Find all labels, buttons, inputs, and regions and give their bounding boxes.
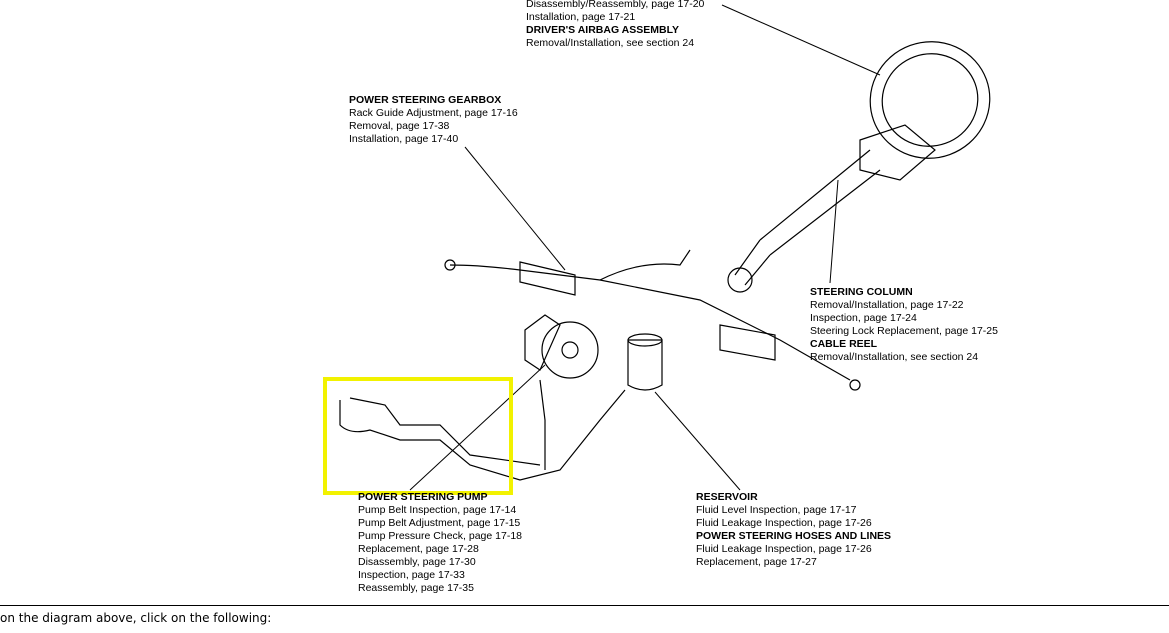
- hoses-link[interactable]: Replacement, page 17-27: [696, 556, 817, 568]
- reservoir-link[interactable]: Fluid Leakage Inspection, page 17-26: [696, 517, 872, 529]
- reservoir-label: RESERVOIR Fluid Level Inspection, page 1…: [696, 491, 891, 569]
- column-title: STEERING COLUMN: [810, 286, 913, 298]
- cable-reel-title: CABLE REEL: [810, 338, 878, 350]
- pump-link[interactable]: Disassembly, page 17-30: [358, 556, 476, 568]
- gearbox-title: POWER STEERING GEARBOX: [349, 94, 502, 106]
- divider: [0, 605, 1169, 606]
- steering-system-diagram: [339, 4, 1006, 491]
- column-link[interactable]: Inspection, page 17-24: [810, 312, 917, 324]
- hoses-and-lines[interactable]: [339, 249, 691, 481]
- power-steering-pump[interactable]: [524, 314, 599, 379]
- column-label: STEERING COLUMN Removal/Installation, pa…: [810, 286, 998, 364]
- highlight-box: [323, 377, 513, 495]
- airbag-link-disassembly[interactable]: Disassembly/Reassembly, page 17-20: [526, 0, 705, 10]
- pump-label: POWER STEERING PUMP Pump Belt Inspection…: [358, 491, 522, 595]
- airbag-title: DRIVER'S AIRBAG ASSEMBLY: [526, 24, 680, 36]
- airbag-label: Disassembly/Reassembly, page 17-20 Insta…: [526, 0, 704, 50]
- gearbox-label: POWER STEERING GEARBOX Rack Guide Adjust…: [349, 94, 518, 146]
- gearbox-link[interactable]: Installation, page 17-40: [349, 133, 459, 145]
- steering-gearbox[interactable]: [444, 259, 861, 391]
- cable-reel-link[interactable]: Removal/Installation, see section 24: [810, 351, 979, 363]
- column-link[interactable]: Steering Lock Replacement, page 17-25: [810, 325, 998, 337]
- pump-link[interactable]: Inspection, page 17-33: [358, 569, 465, 581]
- instruction-text: on the diagram above, click on the follo…: [0, 611, 272, 625]
- pump-link[interactable]: Replacement, page 17-28: [358, 543, 479, 555]
- hoses-title: POWER STEERING HOSES AND LINES: [696, 530, 892, 542]
- pump-title: POWER STEERING PUMP: [358, 491, 488, 503]
- column-link[interactable]: Removal/Installation, page 17-22: [810, 299, 964, 311]
- reservoir-link[interactable]: Fluid Level Inspection, page 17-17: [696, 504, 857, 516]
- gearbox-link[interactable]: Removal, page 17-38: [349, 120, 450, 132]
- reservoir[interactable]: [627, 333, 663, 391]
- pump-link[interactable]: Pump Belt Inspection, page 17-14: [358, 504, 517, 516]
- reservoir-title: RESERVOIR: [696, 491, 758, 503]
- leader-lines: [409, 4, 881, 491]
- steering-column[interactable]: [727, 149, 881, 293]
- pump-link[interactable]: Reassembly, page 17-35: [358, 582, 474, 594]
- hoses-link[interactable]: Fluid Leakage Inspection, page 17-26: [696, 543, 872, 555]
- airbag-link-removal[interactable]: Removal/Installation, see section 24: [526, 37, 695, 49]
- pump-link[interactable]: Pump Belt Adjustment, page 17-15: [358, 517, 521, 529]
- pump-link[interactable]: Pump Pressure Check, page 17-18: [358, 530, 523, 542]
- airbag-link-installation[interactable]: Installation, page 17-21: [526, 11, 636, 23]
- steering-wheel[interactable]: [854, 25, 1006, 181]
- gearbox-link[interactable]: Rack Guide Adjustment, page 17-16: [349, 107, 518, 119]
